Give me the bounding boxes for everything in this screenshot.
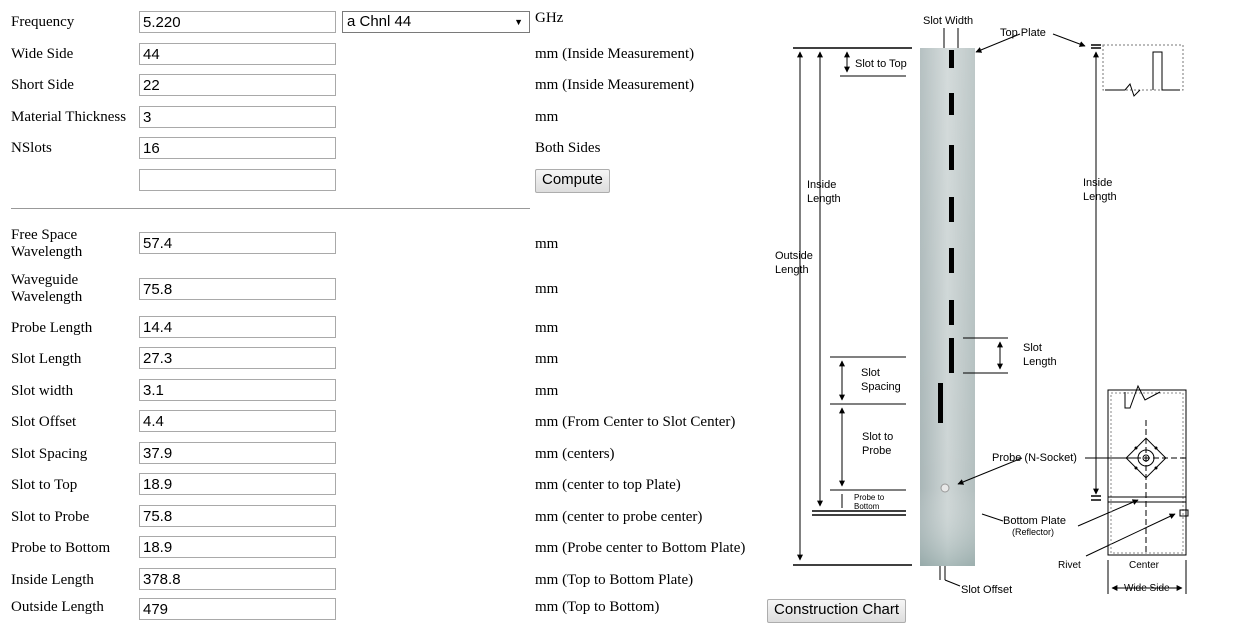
inside-length-input[interactable] xyxy=(139,568,336,590)
wide-side-text: Wide Side xyxy=(1124,583,1170,594)
slot-width-label: Slot width xyxy=(11,383,74,399)
slot-length-unit: mm xyxy=(535,351,559,367)
slot-to-probe-unit: mm (center to probe center) xyxy=(535,509,703,525)
slot-length-input[interactable] xyxy=(139,347,336,369)
top-plate-text: Top Plate xyxy=(1000,27,1046,39)
outside-length-input[interactable] xyxy=(139,598,336,620)
extra-input[interactable] xyxy=(139,169,336,191)
probe-to-bottom-unit: mm (Probe center to Bottom Plate) xyxy=(535,540,746,556)
outside-length-text-2: Length xyxy=(775,264,809,276)
wide-side-input[interactable] xyxy=(139,43,336,65)
slot-length-text-2: Length xyxy=(1023,356,1057,368)
slot-to-top-label: Slot to Top xyxy=(11,477,78,493)
probe-to-bottom-text-2: Bottom xyxy=(854,502,880,511)
probe-length-input[interactable] xyxy=(139,316,336,338)
section-divider xyxy=(11,208,530,209)
inside-length-right-text-1: Inside xyxy=(1083,177,1112,189)
wide-side-label: Wide Side xyxy=(11,46,74,62)
slot-to-probe-text-1: Slot to xyxy=(862,431,893,443)
outside-length-text-1: Outside xyxy=(775,250,813,262)
outside-length-label: Outside Length xyxy=(11,599,104,615)
rivet-text: Rivet xyxy=(1058,560,1081,571)
short-side-label: Short Side xyxy=(11,77,74,93)
material-thickness-input[interactable] xyxy=(139,106,336,128)
slot-to-top-input[interactable] xyxy=(139,473,336,495)
waveguide-wavelength-input[interactable] xyxy=(139,278,336,300)
probe-length-label: Probe Length xyxy=(11,320,93,336)
frequency-label: Frequency xyxy=(11,14,75,30)
short-side-unit: mm (Inside Measurement) xyxy=(535,77,695,93)
probe-to-bottom-label: Probe to Bottom xyxy=(11,540,111,556)
channel-select[interactable]: a Chnl 44 ▼ xyxy=(342,11,530,33)
nslots-unit: Both Sides xyxy=(535,140,601,156)
slot-spacing-input[interactable] xyxy=(139,442,336,464)
slot-offset-input[interactable] xyxy=(139,410,336,432)
slot-spacing-text-2: Spacing xyxy=(861,381,901,393)
free-space-wavelength-label-line2: Wavelength xyxy=(11,244,83,260)
slot-width-unit: mm xyxy=(535,383,559,399)
bottom-plate-text: Bottom Plate xyxy=(1003,515,1066,527)
short-side-input[interactable] xyxy=(139,74,336,96)
free-space-wavelength-input[interactable] xyxy=(139,232,336,254)
frequency-input[interactable] xyxy=(139,11,336,33)
inside-length-label: Inside Length xyxy=(11,572,94,588)
slot-to-probe-label: Slot to Probe xyxy=(11,509,90,525)
probe-to-bottom-text-1: Probe to xyxy=(854,493,885,502)
slot-length-label: Slot Length xyxy=(11,351,82,367)
material-thickness-label: Material Thickness xyxy=(11,109,127,125)
waveguide-wavelength-label: Waveguide Wavelength xyxy=(11,272,82,306)
material-thickness-unit: mm xyxy=(535,109,559,125)
construction-chart-button[interactable]: Construction Chart xyxy=(767,599,907,623)
free-space-wavelength-label-line1: Free Space xyxy=(11,227,78,243)
slot-offset-label: Slot Offset xyxy=(11,414,77,430)
probe-length-unit: mm xyxy=(535,320,559,336)
inside-length-text-1: Inside xyxy=(807,179,836,191)
chevron-down-icon: ▼ xyxy=(514,17,523,27)
inside-length-unit: mm (Top to Bottom Plate) xyxy=(535,572,694,588)
waveguide-wavelength-label-line2: Wavelength xyxy=(11,289,83,305)
center-text: Center xyxy=(1129,560,1160,571)
free-space-wavelength-label: Free Space Wavelength xyxy=(11,227,82,261)
slot-offset-text: Slot Offset xyxy=(961,584,1012,596)
wide-side-unit: mm (Inside Measurement) xyxy=(535,46,695,62)
slot-spacing-text-1: Slot xyxy=(861,367,880,379)
waveguide-wavelength-unit: mm xyxy=(535,281,559,297)
slot-width-input[interactable] xyxy=(139,379,336,401)
inside-length-right-text-2: Length xyxy=(1083,191,1117,203)
slot-to-top-unit: mm (center to top Plate) xyxy=(535,477,681,493)
slot-spacing-unit: mm (centers) xyxy=(535,446,615,462)
nslots-label: NSlots xyxy=(11,140,52,156)
slot-to-top-text: Slot to Top xyxy=(855,58,907,70)
probe-text: Probe (N-Socket) xyxy=(992,452,1077,464)
slot-width-text: Slot Width xyxy=(923,15,973,27)
frequency-unit: GHz xyxy=(535,10,564,26)
reflector-text: (Reflector) xyxy=(1012,527,1054,537)
outside-length-unit: mm (Top to Bottom) xyxy=(535,599,660,615)
compute-button[interactable]: Compute xyxy=(535,169,610,193)
nslots-input[interactable] xyxy=(139,137,336,159)
slot-to-probe-input[interactable] xyxy=(139,505,336,527)
slot-length-text-1: Slot xyxy=(1023,342,1042,354)
slot-offset-unit: mm (From Center to Slot Center) xyxy=(535,414,736,430)
probe-socket xyxy=(940,483,950,493)
free-space-wavelength-unit: mm xyxy=(535,236,559,252)
channel-select-value: a Chnl 44 xyxy=(347,13,412,30)
inside-length-text-2: Length xyxy=(807,193,841,205)
waveguide-wavelength-label-line1: Waveguide xyxy=(11,272,79,288)
waveguide-diagram: Slot Width Top Plate Slot to Top Inside … xyxy=(775,15,1189,596)
probe-to-bottom-input[interactable] xyxy=(139,536,336,558)
slot-to-probe-text-2: Probe xyxy=(862,445,891,457)
slot-spacing-label: Slot Spacing xyxy=(11,446,88,462)
slots xyxy=(938,50,954,423)
